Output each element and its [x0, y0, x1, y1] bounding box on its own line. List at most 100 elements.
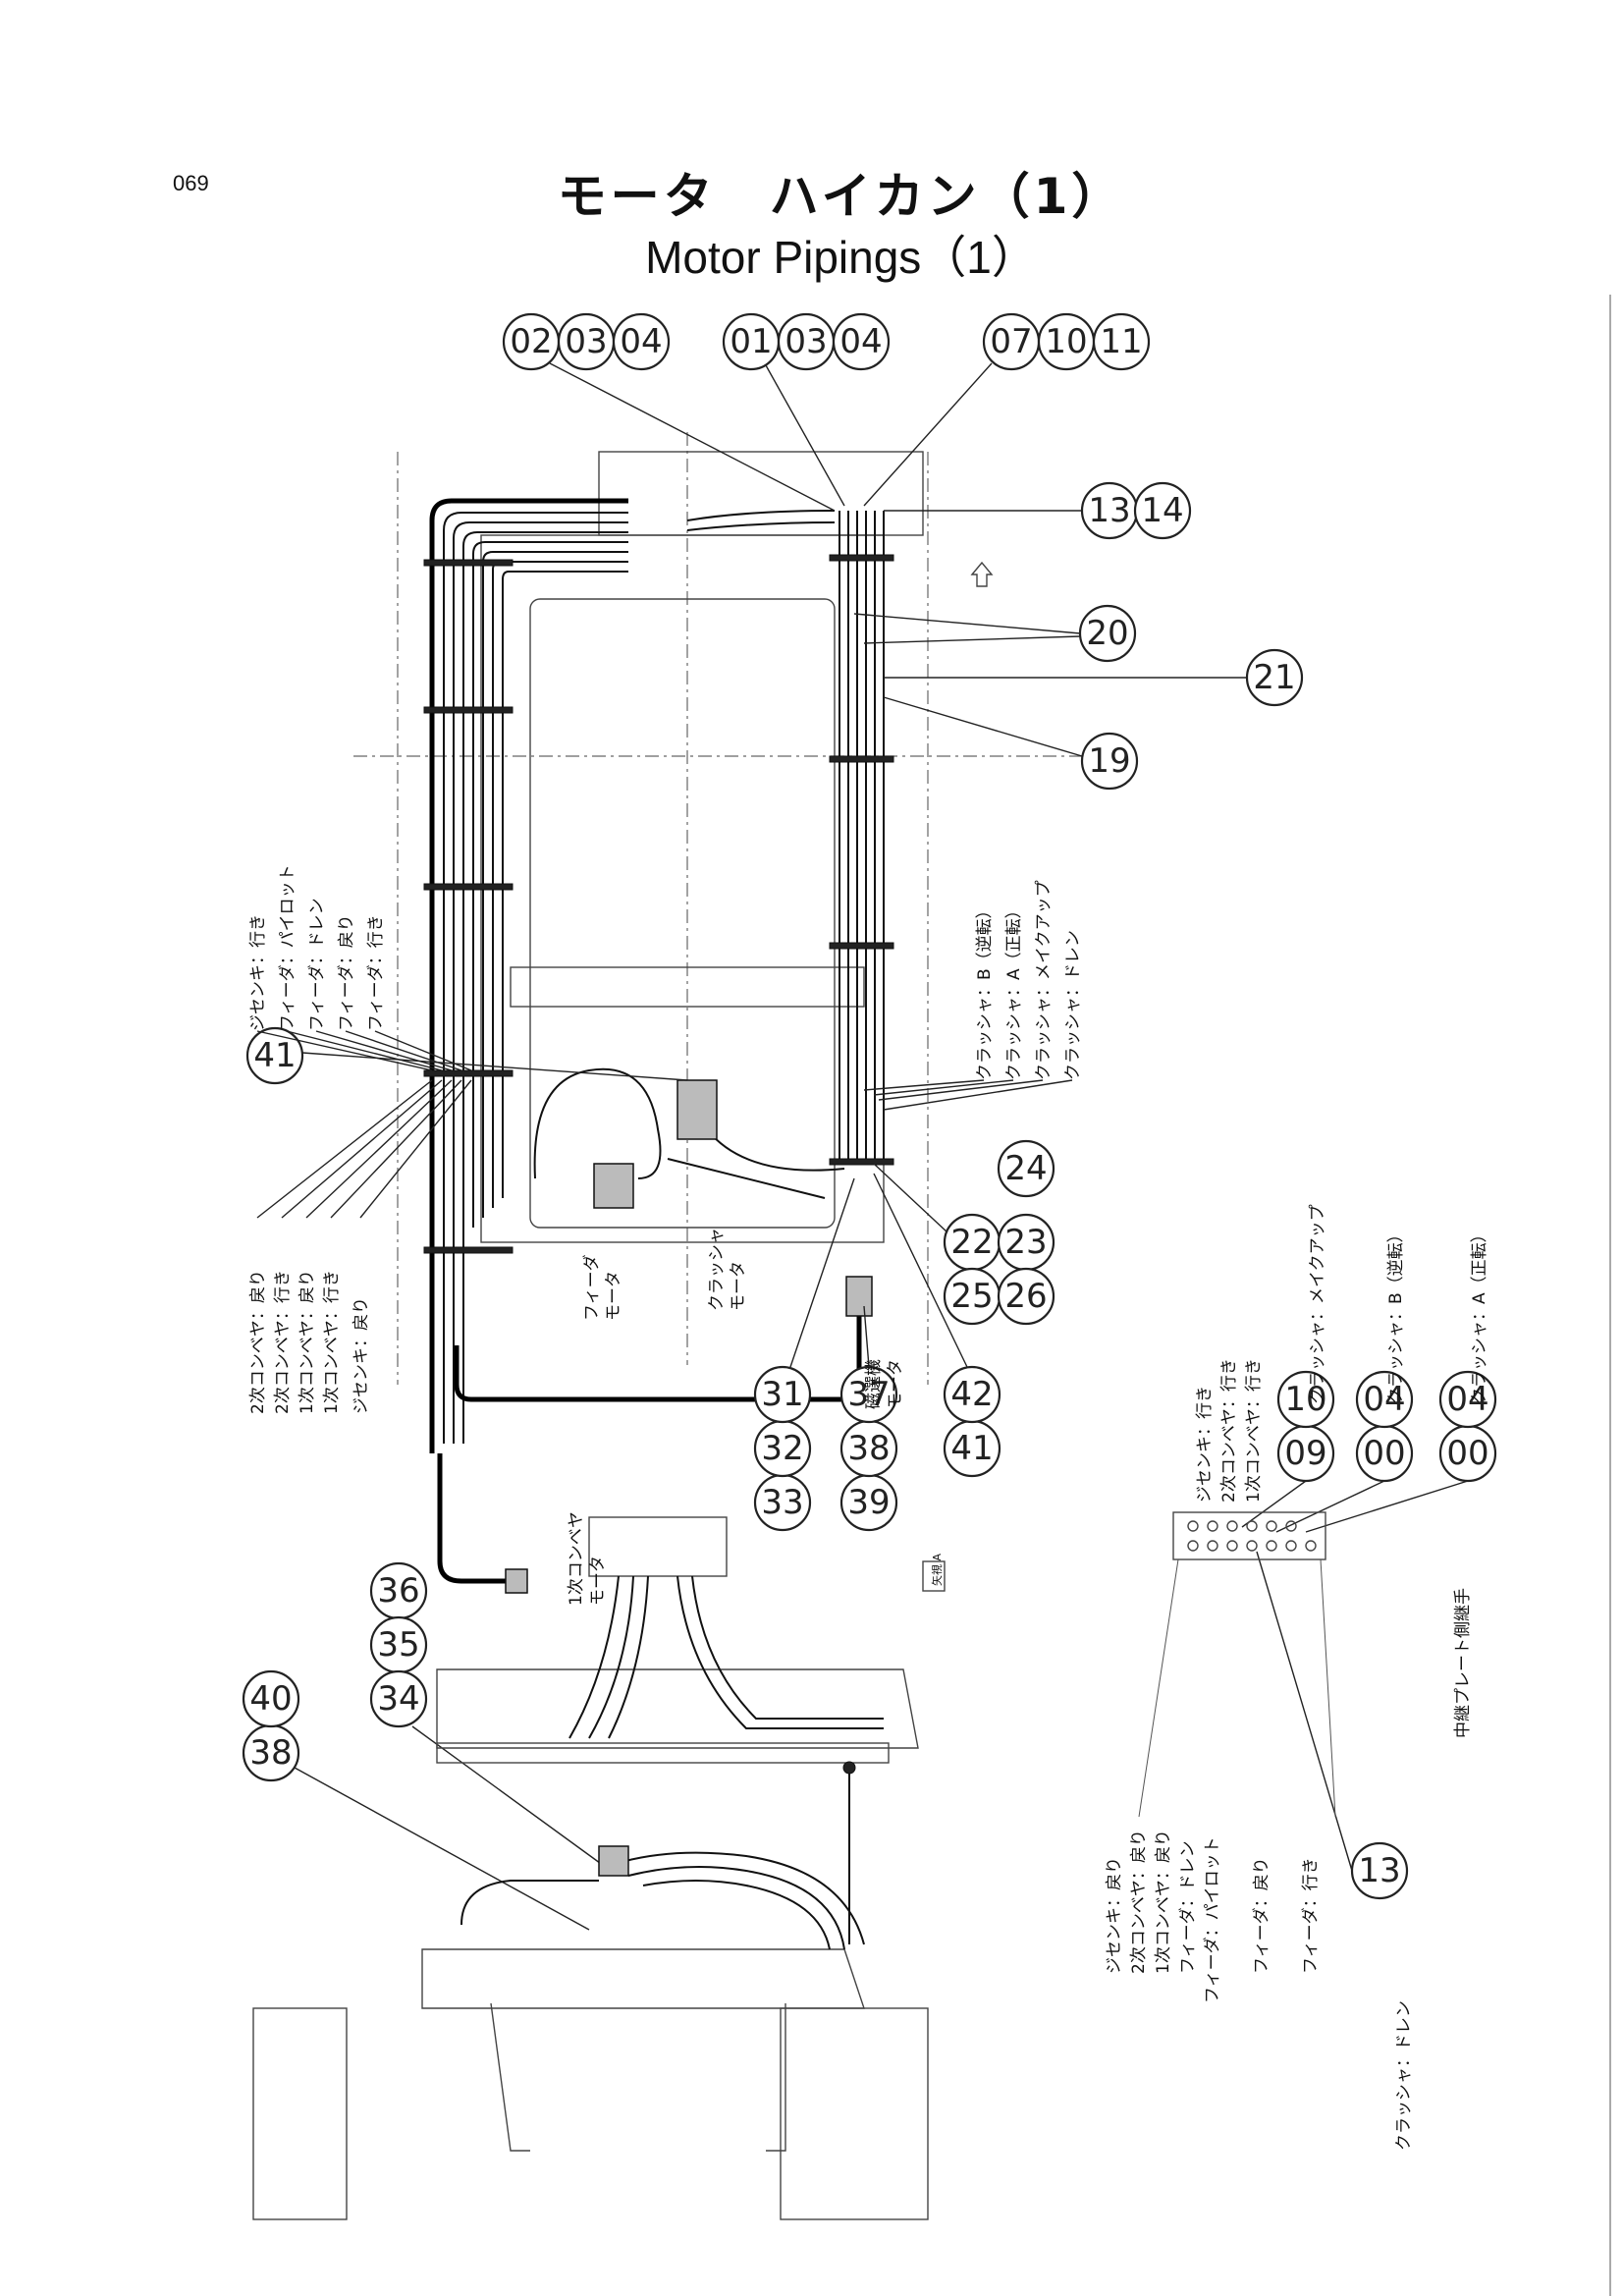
left-bubble-41: 41 — [245, 1026, 688, 1085]
view-arrow-icon — [970, 561, 994, 587]
frame-crossbar — [510, 966, 865, 1008]
label-jisenki-iki: ジセンキ：行き — [248, 914, 268, 1031]
relay-plate-label: 中継プレート側継手 — [1453, 1588, 1473, 1738]
bubble-03: 03 — [565, 322, 607, 361]
bubble-14: 14 — [1141, 491, 1183, 530]
bubble-00b: 00 — [1446, 1434, 1488, 1473]
lower-center-bubbles: 24 22 23 25 26 33 32 31 39 38 37 41 42 — [753, 1139, 1055, 1532]
bubble-10: 10 — [1045, 322, 1087, 361]
plate-label-feeder-pilot: フィーダ：パイロット — [1203, 1836, 1222, 2003]
frame-hopper — [529, 598, 836, 1229]
bubble-21: 21 — [1253, 658, 1295, 697]
label-feeder-go: フィーダ：行き — [366, 914, 386, 1031]
feeder-hose — [533, 1067, 662, 1179]
bubble-26: 26 — [1004, 1277, 1047, 1316]
bubble-04: 04 — [620, 322, 662, 361]
plate-label-conv2-return: 2次コンベヤ：戻り — [1129, 1830, 1149, 1974]
plate-label-feeder-go: フィーダ：行き — [1301, 1857, 1321, 1974]
right-bubbles: 13 14 20 21 19 — [853, 481, 1304, 791]
bubble-38b: 38 — [249, 1733, 292, 1773]
plate-label-conv2-go: 2次コンベヤ：行き — [1219, 1358, 1239, 1503]
relay-plate-fittings — [1187, 1520, 1317, 1552]
right-track — [780, 2007, 929, 2220]
bubble-41b: 41 — [950, 1429, 993, 1468]
view-a-label: 矢視 A — [930, 1554, 944, 1586]
bubble-36: 36 — [377, 1571, 419, 1611]
bubble-37: 37 — [847, 1375, 890, 1414]
bubble-13: 13 — [1088, 491, 1130, 530]
title-english: Motor Pipings（1） — [0, 222, 1623, 287]
plate-top-labels: ジセンキ：行き 2次コンベヤ：行き 1次コンベヤ：行き クラッシャ：メイクアップ… — [1195, 1204, 1489, 1503]
frame-top-block — [598, 451, 924, 536]
label-magnet-motor-2: モータ — [886, 1359, 905, 1409]
label-feeder-motor-1: フィーダ — [582, 1254, 602, 1321]
bubble-42: 42 — [950, 1375, 993, 1414]
bubble-04a: 04 — [1363, 1380, 1405, 1419]
bubble-24: 24 — [1004, 1149, 1047, 1188]
bubble-04b: 04 — [839, 322, 882, 361]
label-feeder-drain: フィーダ：ドレン — [307, 898, 327, 1031]
title-english-text: Motor Pipings（1） — [645, 232, 1037, 283]
plate-label-crusher-makeup: クラッシャ：メイクアップ — [1308, 1204, 1327, 1404]
bubble-07: 07 — [990, 322, 1032, 361]
bubble-41: 41 — [253, 1036, 296, 1075]
label-conv1-go: 1次コンベヤ：行き — [322, 1270, 342, 1414]
bubble-32: 32 — [761, 1429, 803, 1468]
plate-label-conv1-go: 1次コンベヤ：行き — [1244, 1358, 1264, 1503]
label-magnet-motor-1: 磁選機 — [864, 1359, 884, 1409]
bubble-13b: 13 — [1358, 1851, 1400, 1890]
plan-view — [353, 432, 1100, 1594]
bubble-09: 09 — [1284, 1434, 1326, 1473]
label-feeder-pilot: フィーダ：パイロット — [278, 864, 298, 1031]
bubble-38: 38 — [847, 1429, 890, 1468]
relay-plate-bubbles: 09 10 00 04 00 04 13 — [1138, 1370, 1497, 1900]
label-jisenki-return: ジセンキ：戻り — [352, 1297, 371, 1414]
plate-bottom-labels: ジセンキ：戻り 2次コンベヤ：戻り 1次コンベヤ：戻り フィーダ：ドレン フィー… — [930, 1554, 1473, 2151]
label-conv2-go: 2次コンベヤ：行き — [273, 1270, 293, 1414]
feeder-motor — [593, 1163, 634, 1209]
left-pipe-bundle — [423, 498, 628, 1453]
bubble-20: 20 — [1086, 614, 1128, 653]
bubble-01: 01 — [730, 322, 772, 361]
relay-plate — [1172, 1511, 1326, 1560]
front-motor — [598, 1845, 629, 1877]
bubble-19: 19 — [1088, 741, 1130, 781]
bubble-31: 31 — [761, 1375, 803, 1414]
plate-label-crusher-drain: クラッシャ：ドレン — [1394, 2000, 1414, 2151]
title-japanese: モータ ハイカン（1） — [0, 157, 1623, 228]
label-conv1-return: 1次コンベヤ：戻り — [298, 1270, 317, 1414]
bubble-35: 35 — [377, 1625, 419, 1665]
conveyor-hose — [437, 1453, 511, 1584]
lower-left-label-group: 2次コンベヤ：戻り 2次コンベヤ：行き 1次コンベヤ：戻り 1次コンベヤ：行き … — [248, 1079, 472, 1414]
label-conv1-motor-2: モータ — [588, 1556, 608, 1606]
crusher-motor — [676, 1079, 718, 1140]
plate-label-jisenki-return: ジセンキ：戻り — [1105, 1857, 1124, 1974]
label-feeder-motor-2: モータ — [604, 1271, 623, 1321]
label-crusher-drain: クラッシャ：ドレン — [1063, 930, 1083, 1080]
bubble-40: 40 — [249, 1679, 292, 1719]
plate-label-crusher-a: クラッシャ：A（正転） — [1470, 1226, 1489, 1404]
bubble-33: 33 — [761, 1483, 803, 1522]
bubble-10b: 10 — [1284, 1380, 1326, 1419]
magnet-motor — [845, 1276, 873, 1317]
label-crusher-motor-2: モータ — [729, 1261, 748, 1311]
front-view — [252, 1761, 929, 2220]
label-crusher-a: クラッシャ：A（正転） — [1004, 902, 1024, 1080]
label-crusher-b: クラッシャ：B（逆転） — [975, 902, 995, 1080]
bubble-03b: 03 — [784, 322, 827, 361]
plate-label-jisenki-go: ジセンキ：行き — [1195, 1386, 1215, 1503]
title-japanese-text: モータ ハイカン（1） — [557, 168, 1125, 225]
label-feeder-return: フィーダ：戻り — [337, 914, 356, 1031]
bubble-04b2: 04 — [1446, 1380, 1488, 1419]
bubble-22: 22 — [950, 1223, 993, 1262]
view-a-box — [922, 1560, 946, 1592]
conveyor-motor — [505, 1568, 528, 1594]
label-conv1-motor-1: 1次コンベヤ — [567, 1511, 586, 1606]
bubble-23: 23 — [1004, 1223, 1047, 1262]
label-conv2-return: 2次コンベヤ：戻り — [248, 1270, 268, 1414]
right-label-group: クラッシャ：B（逆転） クラッシャ：A（正転） クラッシャ：メイクアップ クラッ… — [863, 880, 1083, 1111]
plate-label-conv1-return: 1次コンベヤ：戻り — [1154, 1830, 1173, 1974]
label-crusher-makeup: クラッシャ：メイクアップ — [1034, 880, 1054, 1080]
label-crusher-motor-1: クラッシャ — [707, 1228, 727, 1311]
